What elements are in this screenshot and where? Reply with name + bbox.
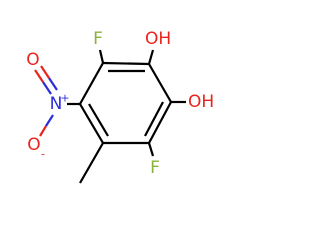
charge-n-plus: + <box>60 92 69 105</box>
bond-f-top <box>98 49 105 64</box>
atom-o-minus: O <box>27 135 40 155</box>
bond-n-o-double-1-red <box>34 69 44 83</box>
bond-n-o-single <box>45 114 54 127</box>
structure-canvas: F OH OH N + O O - F <box>26 29 214 184</box>
bond-f-bottom <box>147 142 155 157</box>
atom-oh-right: OH <box>188 92 214 112</box>
atom-f-bottom: F <box>150 158 160 178</box>
molecule-diagram: F OH OH N + O O - F <box>26 29 214 184</box>
substituent-bonds <box>34 49 186 184</box>
atom-labels: F OH OH N + O O - F <box>26 29 214 178</box>
benzene-ring <box>79 61 172 145</box>
ring-double-left <box>88 103 109 137</box>
atom-n-nitro: N <box>50 94 63 114</box>
bond-n-o-double-1 <box>42 81 52 95</box>
atom-oh-top: OH <box>145 29 171 49</box>
bond-n-o-double-2 <box>48 77 58 91</box>
bond-methyl <box>79 142 104 184</box>
bond-oh-top <box>147 49 155 65</box>
ring-bond-lower-right <box>148 101 172 144</box>
charge-o-minus: - <box>41 148 45 161</box>
ring-bond-top <box>102 61 150 66</box>
ring-bond-upper-left <box>79 62 104 105</box>
ring-bond-lower-left <box>79 103 104 144</box>
bond-n-o-double-2-red <box>40 65 50 79</box>
atom-o-double: O <box>26 50 39 70</box>
bond-n-o-single-red <box>39 125 47 137</box>
ring-double-right <box>144 101 164 137</box>
atom-f-top: F <box>93 29 103 49</box>
ring-bond-upper-right <box>148 63 172 103</box>
